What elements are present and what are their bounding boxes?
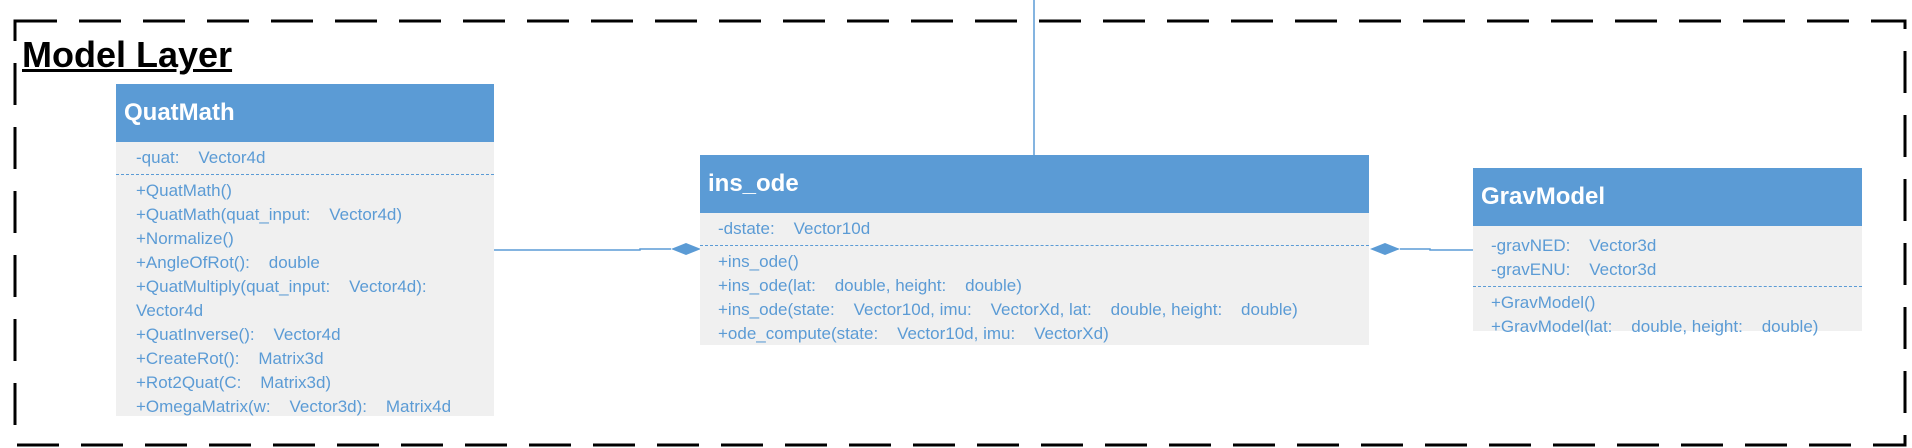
class-attribute-row: -dstate: Vector10d [718,219,871,238]
class-quatmath[interactable]: QuatMath -quat: Vector4d +QuatMath() +Qua… [116,84,494,416]
class-gravmodel[interactable]: GravModel -gravNED: Vector3d -gravENU: Ve… [1473,168,1862,336]
aggregation-diamond-right [1370,243,1400,255]
class-gravmodel-header: GravModel [1473,168,1862,226]
class-operation-row: +Normalize() [136,229,234,248]
class-quatmath-operations: +QuatMath() +QuatMath(quat_input: Vector4… [116,175,494,423]
class-operation-row: +GravModel() [1491,293,1596,312]
class-ins-ode-attributes: -dstate: Vector10d [700,213,1369,246]
quatmath-ins-ode-link [494,248,671,251]
aggregation-diamond-left [671,243,701,255]
gravmodel-ins-ode-link [1400,248,1473,251]
class-operation-row: +OmegaMatrix(w: Vector3d): Matrix4d [136,397,452,416]
class-operation-row: +GravModel(lat: double, height: double) [1491,317,1819,336]
class-ins-ode-operations: +ins_ode() +ins_ode(lat: double, height: … [700,246,1369,350]
class-quatmath-attributes: -quat: Vector4d [116,142,494,175]
class-quatmath-header: QuatMath [116,84,494,142]
class-operation-row: +QuatMath(quat_input: Vector4d) [136,205,403,224]
class-operation-row: +Rot2Quat(C: Matrix3d) [136,373,332,392]
class-gravmodel-attributes: -gravNED: Vector3d -gravENU: Vector3d [1473,226,1862,287]
class-operation-row: +AngleOfRot(): double [136,253,320,272]
class-operation-row: +CreateRot(): Matrix3d [136,349,324,368]
class-ins-ode-header: ins_ode [700,155,1369,213]
layer-title: Model Layer [22,34,233,75]
class-operation-row: +ins_ode(state: Vector10d, imu: VectorXd… [718,300,1298,319]
class-operation-row: +ins_ode(lat: double, height: double) [718,276,1022,295]
class-operation-row: +QuatMultiply(quat_input: Vector4d): [136,277,427,296]
class-attribute-row: -quat: Vector4d [136,148,266,167]
class-gravmodel-operations: +GravModel() +GravModel(lat: double, heig… [1473,287,1862,343]
layer-boundary [13,19,1907,447]
class-operation-row: +QuatInverse(): Vector4d [136,325,341,344]
class-operation-row: +ins_ode() [718,252,799,271]
class-operation-row: Vector4d [136,301,204,320]
class-operation-row: +ode_compute(state: Vector10d, imu: Vect… [718,324,1109,343]
class-ins-ode[interactable]: ins_ode -dstate: Vector10d +ins_ode() +in… [700,155,1369,345]
class-attribute-row: -gravNED: Vector3d [1491,236,1657,255]
class-operation-row: +QuatMath() [136,181,232,200]
class-attribute-row: -gravENU: Vector3d [1491,260,1657,279]
